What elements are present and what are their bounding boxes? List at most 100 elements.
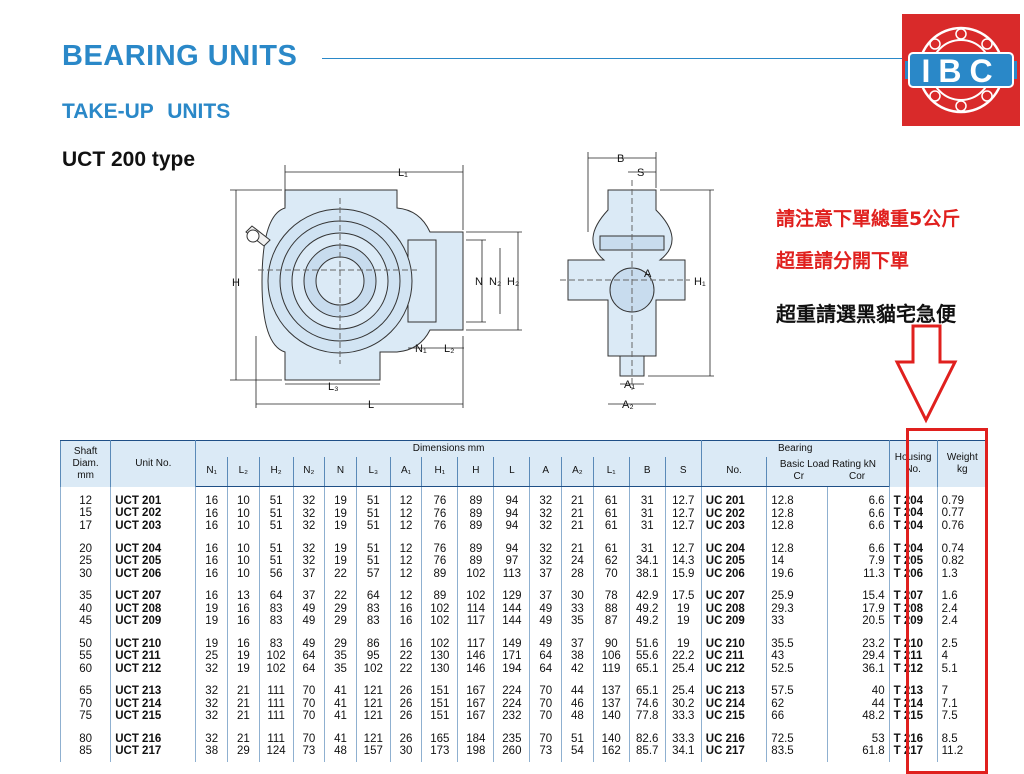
housing-no-cell-value: T 214 xyxy=(893,697,924,710)
cr-cell-value: 83.5 xyxy=(771,745,794,757)
dimension-cell-value: 235 xyxy=(502,732,522,745)
dimension-cell-value: 32 xyxy=(205,662,219,675)
housing-no-cell-value: T 208 xyxy=(893,602,924,615)
dimension-cell-value: 55.6 xyxy=(636,650,659,662)
dimension-cell-value: 56 xyxy=(269,567,283,580)
dim-label-B: B xyxy=(617,153,624,165)
dim-label-A1: A₁ xyxy=(624,379,635,391)
dimension-cell-value: 38 xyxy=(205,745,219,757)
unit-no-cell-value: UCT 205 xyxy=(115,555,162,567)
dimension-cell-value: 21 xyxy=(570,520,584,532)
dimension-cell-value: 32 xyxy=(205,710,219,722)
cr-cell-value: 43 xyxy=(771,650,785,662)
cr-cell-value: 57.5 xyxy=(771,685,794,697)
cor-cell-value: 17.9 xyxy=(862,602,885,615)
dim-col-header: N₂ xyxy=(292,456,326,487)
shaft-diam-cell-value: 30 xyxy=(79,567,92,580)
shaft-diam-cell-value: 25 xyxy=(79,555,92,567)
dimension-cell-value: 130 xyxy=(430,662,450,675)
dimension-cell-value: 38.1 xyxy=(636,567,659,580)
housing-no-cell-value: T 210 xyxy=(893,637,924,650)
shaft-diam-cell-value: 60 xyxy=(79,662,92,675)
dimension-cell-value: 22.2 xyxy=(672,650,695,662)
dimension-cell-value: 41 xyxy=(334,697,347,710)
shaft-diam-cell-value: 45 xyxy=(79,615,92,627)
dim-col-header: L xyxy=(493,456,531,487)
cr-cell-value: 14 xyxy=(771,555,785,567)
col-weight: Weight kg xyxy=(936,440,989,487)
dimension-cell-value: 16 xyxy=(399,615,413,627)
dimension-cell-value: 89 xyxy=(469,507,483,520)
cor-cell-value: 40 xyxy=(871,685,885,697)
dimension-cell-value: 76 xyxy=(433,555,447,567)
weight-cell-value: 0.74 xyxy=(941,542,965,555)
red-arrow-annotation xyxy=(894,324,958,424)
housing-no-cell-value: T 204 xyxy=(893,542,924,555)
dimension-cell-value: 70 xyxy=(539,710,553,722)
dimension-cell-value: 102 xyxy=(266,662,286,675)
weight-cell-value: 0.79 xyxy=(941,494,965,507)
cr-cell-value: 62 xyxy=(771,697,785,710)
dimension-cell-value: 10 xyxy=(236,520,250,532)
dimension-cell-value: 89 xyxy=(469,555,483,567)
weight-cell-value: 11.2 xyxy=(941,745,964,757)
dim-label-S: S xyxy=(637,167,644,179)
dim-col-header: L₃ xyxy=(355,456,391,487)
type-label: UCT 200 type xyxy=(62,148,196,171)
dimension-cell-value: 87 xyxy=(604,615,618,627)
dimension-cell-value: 86 xyxy=(366,637,380,650)
cor-cell-value: 6.6 xyxy=(868,520,885,532)
dimension-cell-value: 32 xyxy=(302,555,316,567)
cr-cell-value: 52.5 xyxy=(771,662,794,675)
dimension-cell-value: 224 xyxy=(502,685,522,697)
unit-no-cell-value: UCT 211 xyxy=(115,650,161,662)
shaft-diam-cell-value: 12 xyxy=(79,494,92,507)
shaft-diam-cell-value: 70 xyxy=(79,697,92,710)
unit-no-cell-value: UCT 208 xyxy=(115,602,162,615)
dimension-cell-value: 31 xyxy=(640,495,654,507)
dimension-cell-value: 30 xyxy=(570,590,584,602)
dimension-cell-value: 42 xyxy=(570,662,584,675)
dimension-cell-value: 33.3 xyxy=(672,732,695,745)
dimension-cell-value: 121 xyxy=(363,685,383,697)
dimension-cell-value: 102 xyxy=(430,615,450,627)
housing-no-cell-value: T 206 xyxy=(893,567,924,580)
dimension-cell-value: 64 xyxy=(302,662,316,675)
dimension-cell-value: 37 xyxy=(539,590,553,602)
col-shaft-diam: Shaft Diam. mm xyxy=(59,440,112,487)
bearing-no-cell-value: UC 215 xyxy=(705,710,745,722)
dimension-cell-value: 102 xyxy=(430,637,450,650)
weight-header-line2: kg xyxy=(957,463,968,475)
dimension-cell-value: 224 xyxy=(502,697,522,710)
dimension-cell-value: 140 xyxy=(601,710,621,722)
